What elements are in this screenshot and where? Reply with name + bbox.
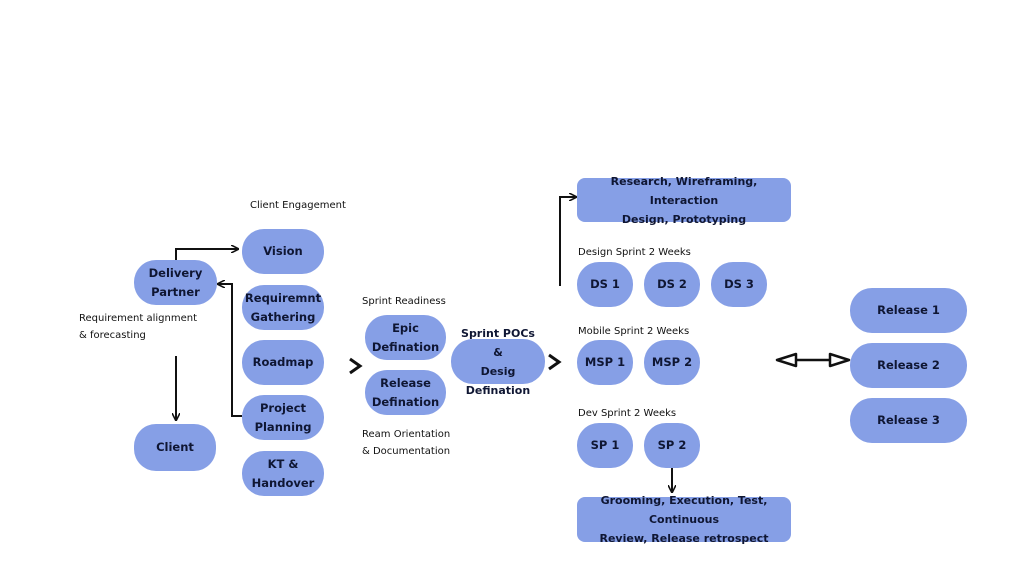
node-msp1: MSP 1 xyxy=(577,340,633,385)
node-research-prototyping: Research, Wireframing, Interaction Desig… xyxy=(577,175,791,226)
node-requirement-gathering: Requiremnt Gathering xyxy=(242,285,324,330)
label-ream-orientation: Ream Orientation & Documentation xyxy=(362,429,451,457)
node-grooming-execution: Grooming, Execution, Test, Continuous Re… xyxy=(577,494,791,545)
label-client-engagement: Client Engagement xyxy=(250,200,346,211)
arrow-delivery-to-vision xyxy=(175,249,238,262)
node-vision: Vision xyxy=(242,229,324,274)
node-client: Client xyxy=(134,424,216,471)
node-sp2: SP 2 xyxy=(644,423,700,468)
label-sprint-readiness: Sprint Readiness xyxy=(362,296,446,307)
node-ds3: DS 3 xyxy=(711,262,767,307)
node-kt-handover: KT & Handover xyxy=(242,451,324,496)
node-epic-definition: Epic Defination xyxy=(365,315,446,360)
node-sp1: SP 1 xyxy=(577,423,633,468)
node-ds2: DS 2 xyxy=(644,262,700,307)
node-project-planning: Project Planning xyxy=(242,395,324,440)
node-release-definition: Release Defination xyxy=(365,370,446,415)
node-sprint-pocs: Sprint POCs & Desig Defination xyxy=(451,327,545,397)
node-delivery-partner: Delivery Partner xyxy=(134,260,217,305)
double-arrow-right-head xyxy=(828,352,851,368)
node-release-1: Release 1 xyxy=(850,288,967,333)
label-dev-sprint: Dev Sprint 2 Weeks xyxy=(578,408,677,419)
arrow-design-to-research xyxy=(559,197,576,286)
label-mobile-sprint: Mobile Sprint 2 Weeks xyxy=(578,326,690,337)
node-msp2: MSP 2 xyxy=(644,340,700,385)
chevron-to-sprint-readiness xyxy=(349,357,363,375)
node-ds1: DS 1 xyxy=(577,262,633,307)
arrow-planning-to-delivery xyxy=(218,284,242,417)
chevron-to-sprint-pocs xyxy=(548,353,562,371)
node-release-3: Release 3 xyxy=(850,398,967,443)
node-roadmap: Roadmap xyxy=(242,340,324,385)
node-release-2: Release 2 xyxy=(850,343,967,388)
label-design-sprint: Design Sprint 2 Weeks xyxy=(578,247,691,258)
double-arrow-left-head xyxy=(775,352,798,368)
label-requirement-alignment: Requirement alignment & forecasting xyxy=(79,313,198,341)
